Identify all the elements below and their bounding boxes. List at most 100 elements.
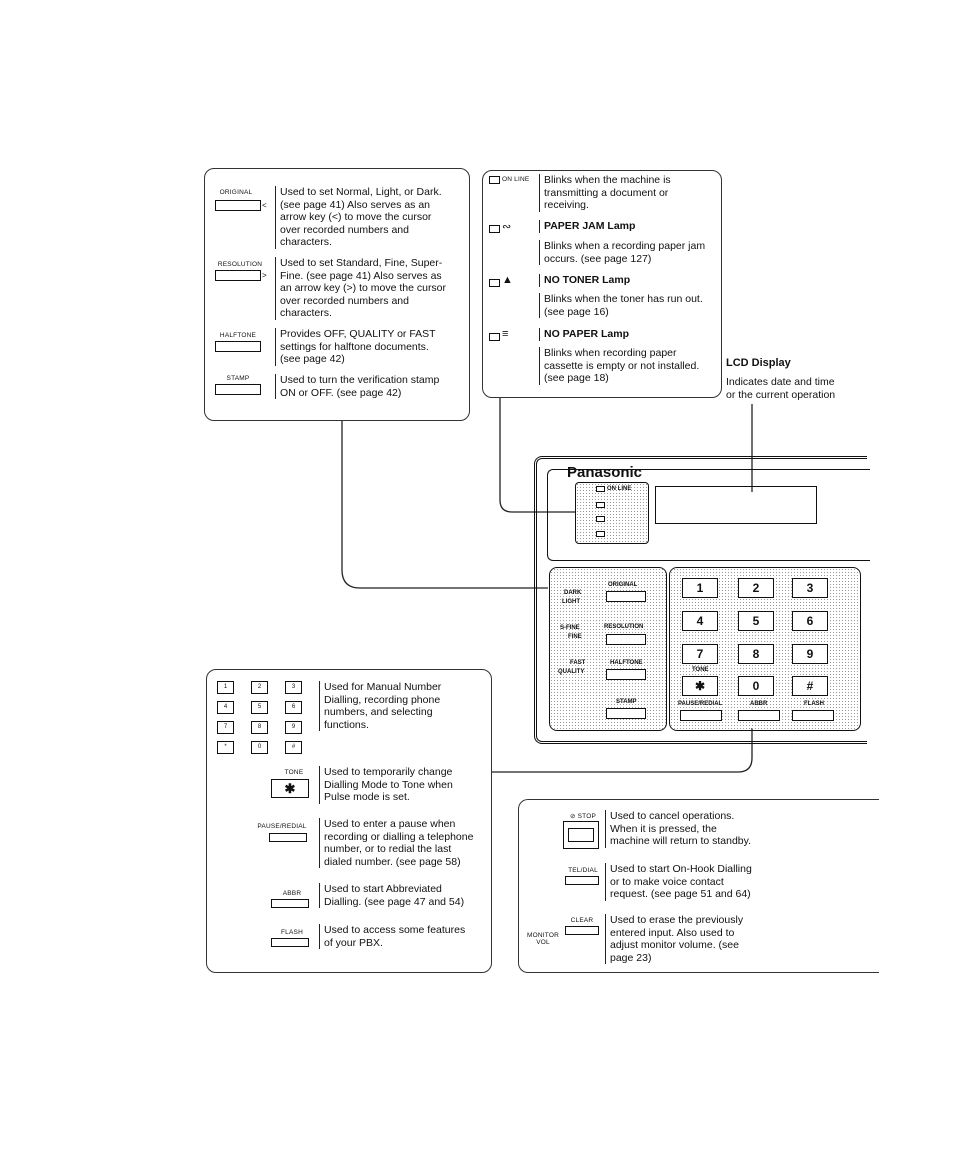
lcd-screen bbox=[655, 486, 817, 524]
no-toner-lamp bbox=[596, 516, 605, 522]
resolution-description: Used to set Standard, Fine, Super- Fine.… bbox=[275, 257, 446, 320]
original-description: Used to set Normal, Light, or Dark. (see… bbox=[275, 186, 442, 249]
keypad-icon-9: 9 bbox=[285, 721, 302, 734]
resolution-key-icon bbox=[215, 270, 261, 281]
lamp-description-box: ON LINE Blinks when the machine is trans… bbox=[482, 170, 722, 398]
tel-dial-key-icon bbox=[565, 876, 599, 885]
dial-key-description-box: 1 2 3 4 5 6 7 8 9 * 0 # Used for Manual … bbox=[206, 669, 492, 973]
stop-description: Used to cancel operations. When it is pr… bbox=[605, 810, 751, 848]
online-description: Blinks when the machine is transmitting … bbox=[539, 174, 671, 212]
left-arrow-icon: < bbox=[262, 201, 267, 210]
right-arrow-icon: > bbox=[262, 271, 267, 280]
online-lamp bbox=[596, 486, 605, 492]
halftone-key-label: HALFTONE bbox=[219, 332, 257, 339]
abbr-label: ABBR bbox=[750, 701, 768, 707]
flash-label: FLASH bbox=[804, 701, 824, 707]
fine-label: FINE bbox=[568, 634, 582, 640]
paper-jam-lamp bbox=[596, 502, 605, 508]
no-paper-title: NO PAPER Lamp bbox=[539, 328, 629, 341]
abbr-button[interactable] bbox=[738, 710, 780, 721]
key-2[interactable]: 2 bbox=[738, 578, 774, 598]
key-7[interactable]: 7 bbox=[682, 644, 718, 664]
keypad-icon-hash: # bbox=[285, 741, 302, 754]
resolution-label: RESOLUTION bbox=[604, 624, 644, 630]
key-star[interactable]: ✱ bbox=[682, 676, 718, 696]
keypad-icon-5: 5 bbox=[251, 701, 268, 714]
online-lamp-label: ON LINE bbox=[502, 176, 530, 183]
no-paper-lamp bbox=[596, 531, 605, 537]
original-label: ORIGINAL bbox=[608, 582, 638, 588]
keypad-icon-3: 3 bbox=[285, 681, 302, 694]
halftone-key-icon bbox=[215, 341, 261, 352]
paper-jam-lamp-icon bbox=[489, 225, 500, 233]
monitor-vol-label: MONITOR VOL bbox=[527, 932, 559, 946]
stamp-key-label: STAMP bbox=[226, 375, 250, 382]
button-description-box: ORIGINAL < Used to set Normal, Light, or… bbox=[204, 168, 470, 421]
original-button[interactable] bbox=[606, 591, 646, 602]
keypad-icon-star: * bbox=[217, 741, 234, 754]
clear-key-icon bbox=[565, 926, 599, 935]
halftone-button[interactable] bbox=[606, 669, 646, 680]
flash-button[interactable] bbox=[792, 710, 834, 721]
keypad-icon-4: 4 bbox=[217, 701, 234, 714]
no-paper-description: Blinks when recording paper cassette is … bbox=[539, 347, 699, 385]
halftone-description: Provides OFF, QUALITY or FAST settings f… bbox=[275, 328, 436, 366]
original-key-icon bbox=[215, 200, 261, 211]
clear-key-label: CLEAR bbox=[570, 917, 594, 924]
tone-label: TONE bbox=[692, 667, 709, 673]
key-8[interactable]: 8 bbox=[738, 644, 774, 664]
paper-icon: ≡ bbox=[502, 328, 509, 340]
stamp-key-icon bbox=[215, 384, 261, 395]
key-9[interactable]: 9 bbox=[792, 644, 828, 664]
flash-description: Used to access some features of your PBX… bbox=[319, 924, 465, 949]
key-3[interactable]: 3 bbox=[792, 578, 828, 598]
quality-label: QUALITY bbox=[558, 669, 585, 675]
abbr-key-icon bbox=[271, 899, 309, 908]
dial-pad-area: 1 2 3 4 5 6 7 8 9 TONE ✱ 0 # PAUSE/REDIA… bbox=[669, 567, 861, 731]
no-paper-lamp-icon bbox=[489, 333, 500, 341]
function-key-area: DARK LIGHT ORIGINAL S-FINE FINE RESOLUTI… bbox=[549, 567, 667, 731]
key-6[interactable]: 6 bbox=[792, 611, 828, 631]
keypad-icon-8: 8 bbox=[251, 721, 268, 734]
abbr-description: Used to start Abbreviated Dialling. (see… bbox=[319, 883, 464, 908]
light-label: LIGHT bbox=[562, 599, 580, 605]
fax-panel: Panasonic ON LINE DARK LIGHT ORIGINAL S-… bbox=[534, 456, 870, 744]
dark-label: DARK bbox=[564, 590, 582, 596]
keypad-description: Used for Manual Number Dialling, recordi… bbox=[319, 681, 441, 731]
pause-key-label: PAUSE/REDIAL bbox=[257, 823, 307, 830]
key-5[interactable]: 5 bbox=[738, 611, 774, 631]
pause-description: Used to enter a pause when recording or … bbox=[319, 818, 473, 868]
lcd-description: Indicates date and time or the current o… bbox=[726, 376, 836, 401]
brand-logo: Panasonic bbox=[567, 464, 643, 481]
no-toner-lamp-icon bbox=[489, 279, 500, 287]
stamp-description: Used to turn the verification stamp ON o… bbox=[275, 374, 439, 399]
key-1[interactable]: 1 bbox=[682, 578, 718, 598]
resolution-button[interactable] bbox=[606, 634, 646, 645]
key-0[interactable]: 0 bbox=[738, 676, 774, 696]
toner-icon: ▲ bbox=[502, 274, 513, 286]
key-hash[interactable]: # bbox=[792, 676, 828, 696]
flash-key-icon bbox=[271, 938, 309, 947]
keypad-icon-0: 0 bbox=[251, 741, 268, 754]
control-key-description-box: ⊘ STOP Used to cancel operations. When i… bbox=[518, 799, 879, 973]
key-4[interactable]: 4 bbox=[682, 611, 718, 631]
pause-label: PAUSE/REDIAL bbox=[678, 701, 723, 707]
no-toner-title: NO TONER Lamp bbox=[539, 274, 630, 287]
keypad-icon-7: 7 bbox=[217, 721, 234, 734]
online-label: ON LINE bbox=[607, 486, 632, 492]
stop-key-label: ⊘ STOP bbox=[569, 813, 597, 820]
pause-key-icon bbox=[269, 833, 307, 842]
stop-key-icon bbox=[563, 821, 599, 849]
flash-key-label: FLASH bbox=[281, 929, 303, 936]
tone-key-label: TONE bbox=[284, 769, 304, 776]
tel-dial-description: Used to start On-Hook Dialling or to mak… bbox=[605, 863, 752, 901]
paper-jam-description: Blinks when a recording paper jam occurs… bbox=[539, 240, 705, 265]
pause-button[interactable] bbox=[680, 710, 722, 721]
halftone-label: HALFTONE bbox=[610, 660, 643, 666]
fast-label: FAST bbox=[570, 660, 586, 666]
keypad-icon-2: 2 bbox=[251, 681, 268, 694]
tone-key-icon: ✱ bbox=[271, 779, 309, 798]
tone-description: Used to temporarily change Dialling Mode… bbox=[319, 766, 453, 804]
stamp-button[interactable] bbox=[606, 708, 646, 719]
